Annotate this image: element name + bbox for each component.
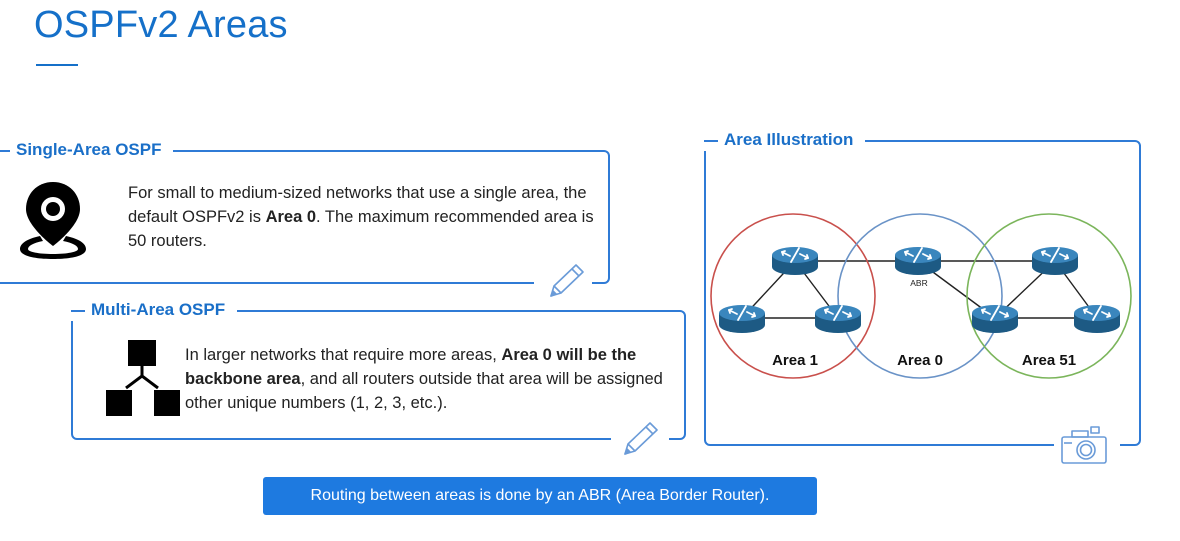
area-illustration-panel: Area Illustration (704, 129, 1141, 447)
border-gap (611, 435, 669, 441)
single-area-heading-text: Single-Area OSPF (16, 140, 162, 159)
router-icon (718, 304, 766, 334)
area-0-label: Area 0 (897, 352, 943, 369)
title-underline (36, 64, 78, 66)
multi-area-heading: Multi-Area OSPF (71, 299, 238, 321)
router-icon (894, 246, 942, 276)
heading-dash (0, 149, 10, 152)
footer-banner: Routing between areas is done by an ABR … (263, 477, 817, 515)
multi-area-text-1: In larger networks that require more are… (185, 346, 502, 364)
router-icon (971, 304, 1019, 334)
abr-label: ABR (910, 278, 927, 288)
single-area-text-2: . The maximum recommended area is 50 rou… (128, 208, 594, 250)
ospf-area-diagram: ABR Area 1 Area 0 Area 51 (710, 213, 1132, 379)
multi-area-panel: Multi-Area OSPF In larger networks that … (71, 299, 686, 441)
router-icon (814, 304, 862, 334)
page-title: OSPFv2 Areas (34, 4, 288, 46)
router-icon (1073, 304, 1121, 334)
multi-area-bold: Area 0 will be the backbone area (185, 346, 637, 388)
area-51-label: Area 51 (1022, 352, 1076, 369)
multi-area-description: In larger networks that require more are… (185, 343, 675, 415)
heading-dash (704, 139, 718, 142)
single-area-text-1: For small to medium-sized networks that … (128, 184, 587, 226)
pencil-icon (550, 264, 584, 297)
border-gap (534, 279, 592, 285)
single-area-description: For small to medium-sized networks that … (128, 181, 598, 253)
area-1-label: Area 1 (772, 352, 818, 369)
multi-area-heading-text: Multi-Area OSPF (91, 300, 226, 319)
camera-icon (1061, 426, 1107, 464)
router-icon (1031, 246, 1079, 276)
area-illustration-heading: Area Illustration (704, 129, 866, 151)
hierarchy-icon (106, 340, 180, 416)
pencil-icon (624, 422, 658, 455)
router-icon (771, 246, 819, 276)
area-1-circle (710, 213, 876, 379)
location-pin-icon (20, 182, 86, 259)
area-0-circle (837, 213, 1003, 379)
area-illustration-heading-text: Area Illustration (724, 130, 854, 149)
area-51-circle (966, 213, 1132, 379)
multi-area-text-2: , and all routers outside that area will… (185, 370, 663, 412)
single-area-panel: Single-Area OSPF For small to medium-siz… (0, 139, 610, 285)
single-area-bold: Area 0 (265, 208, 317, 226)
heading-dash (71, 309, 85, 312)
single-area-heading: Single-Area OSPF (0, 139, 174, 161)
